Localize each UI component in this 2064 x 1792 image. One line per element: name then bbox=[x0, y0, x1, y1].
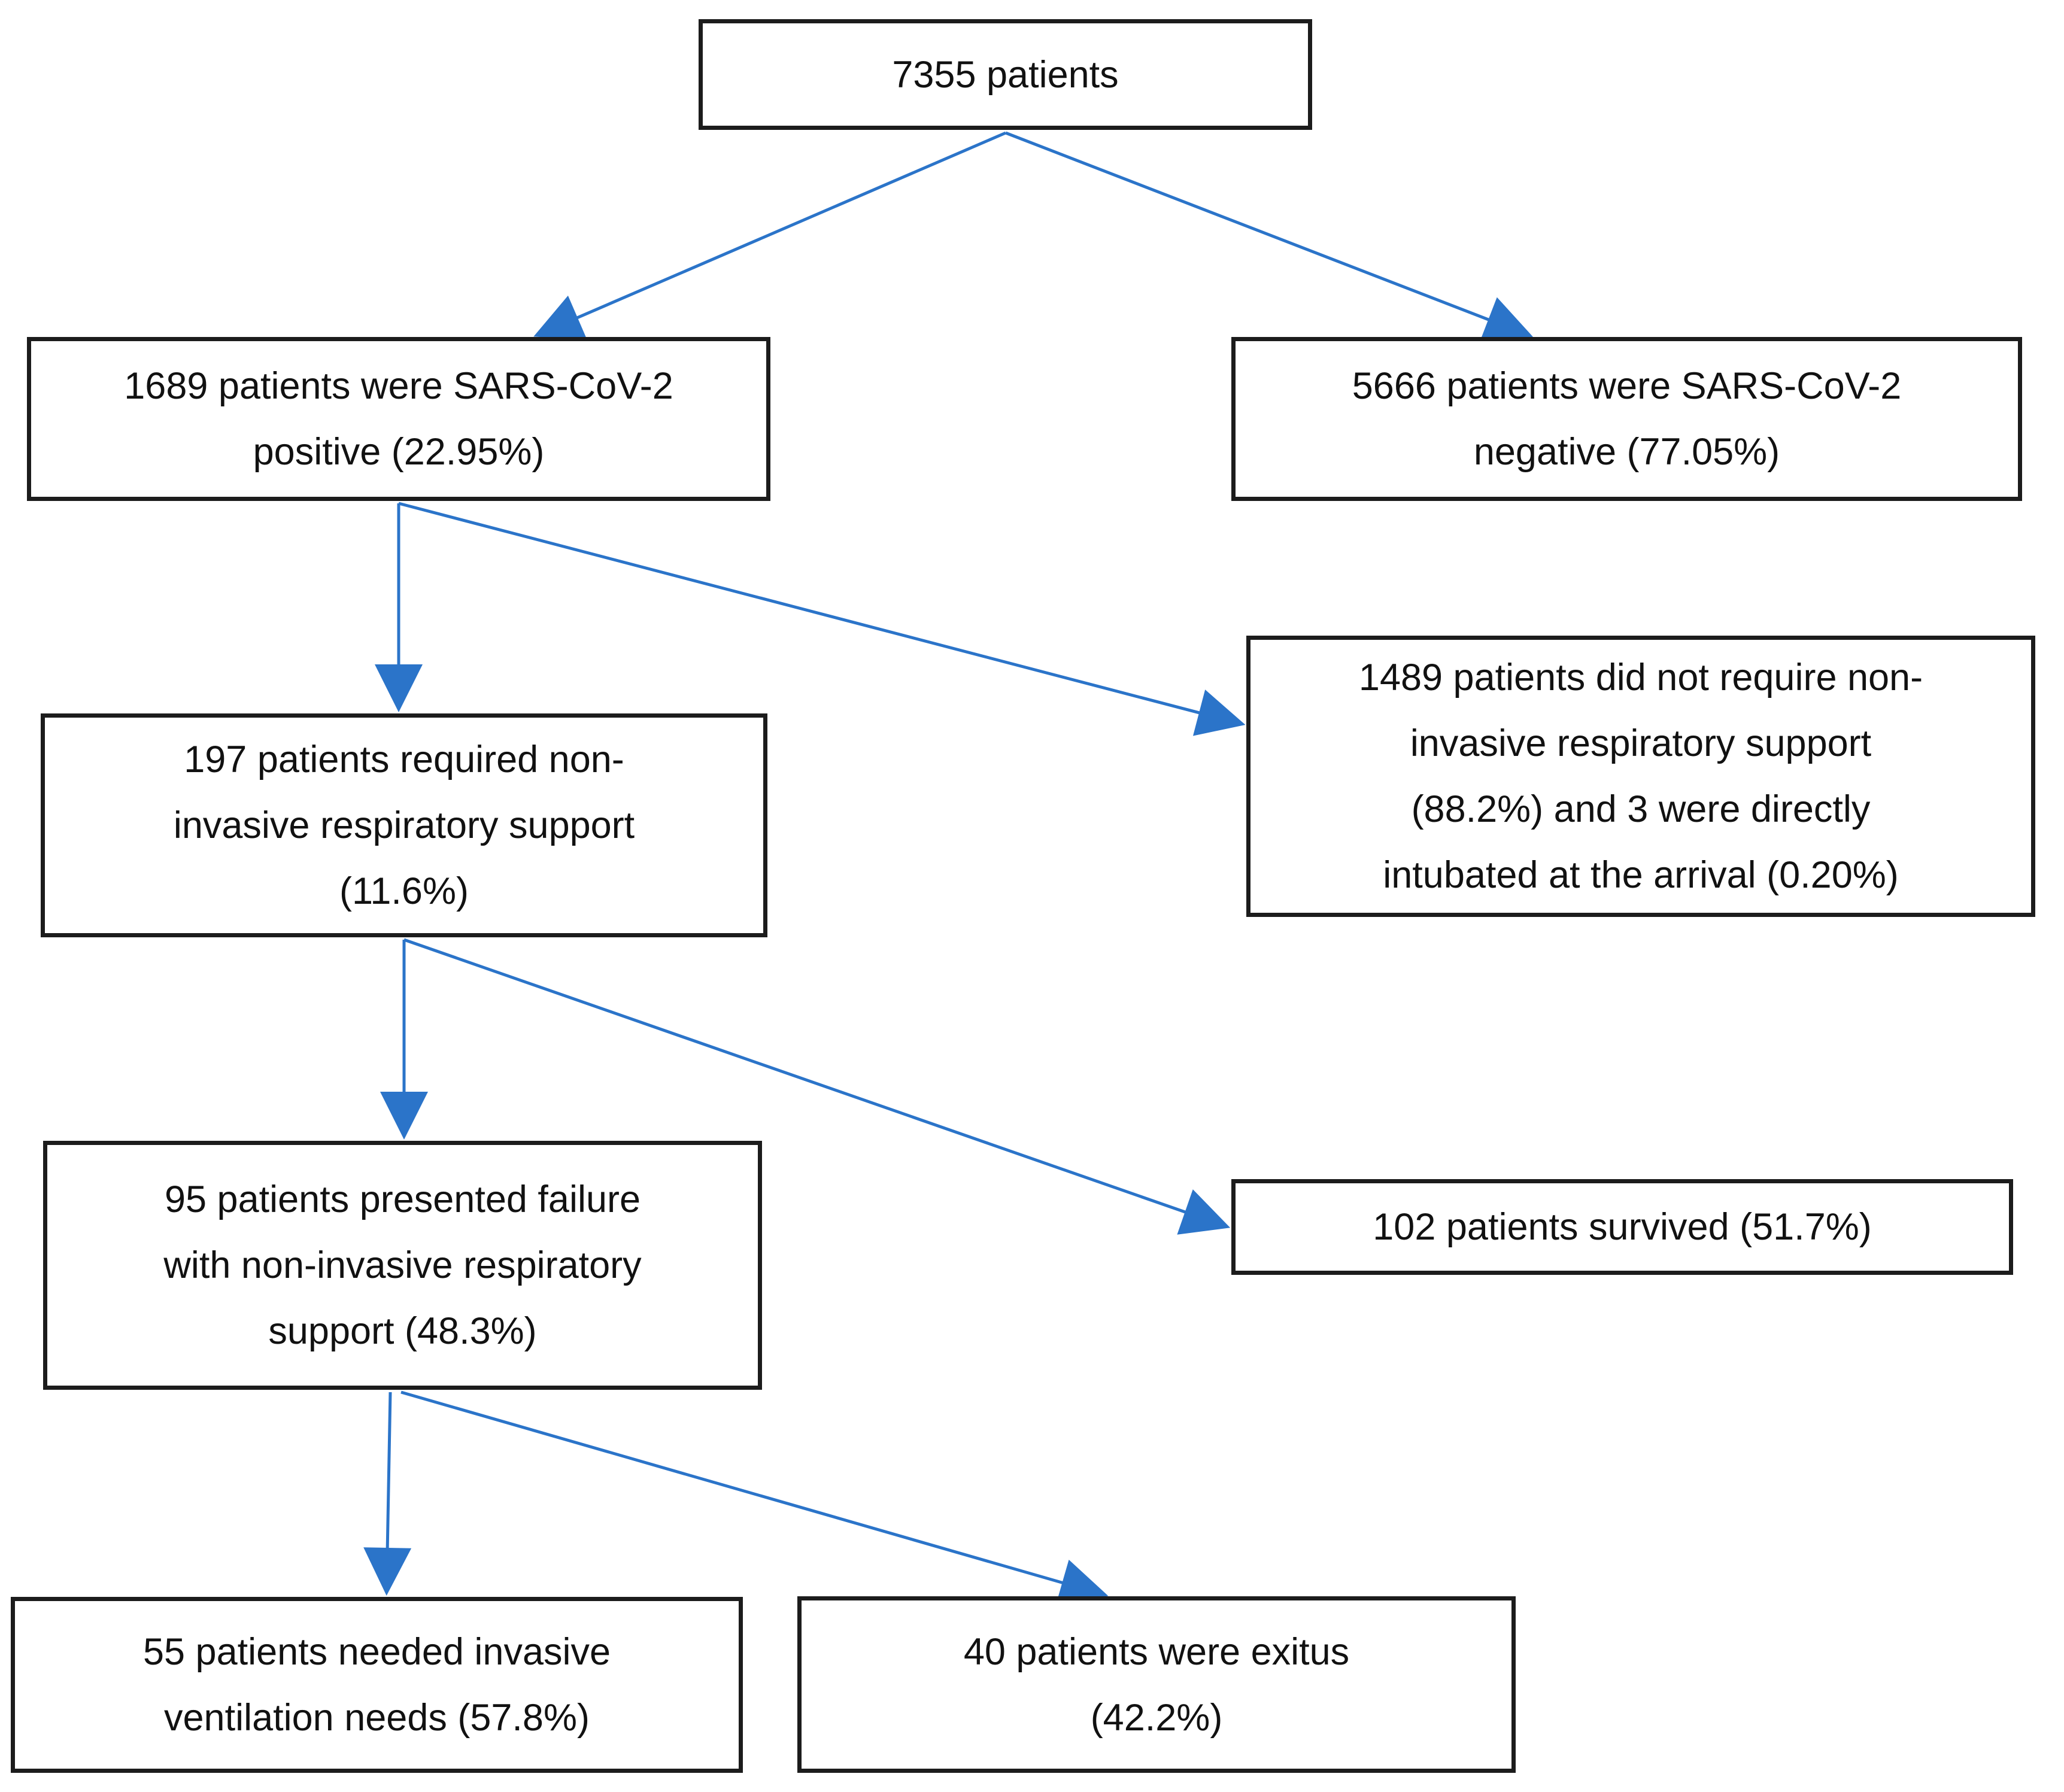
node-invasive-ventilation: 55 patients needed invasive ventilation … bbox=[11, 1597, 743, 1773]
node-niv-required: 197 patients required non- invasive resp… bbox=[41, 713, 767, 937]
node-invasive-ventilation-label: 55 patients needed invasive ventilation … bbox=[142, 1631, 611, 1739]
node-survived: 102 patients survived (51.7%) bbox=[1231, 1179, 2013, 1275]
arrow-failure-to-invasive bbox=[363, 1392, 412, 1596]
node-survived-label: 102 patients survived (51.7%) bbox=[1373, 1206, 1872, 1248]
node-total-patients: 7355 patients bbox=[699, 19, 1312, 130]
node-sars-negative-label: 5666 patients were SARS-CoV-2 negative (… bbox=[1352, 365, 1902, 473]
arrow-failure-to-exitus bbox=[400, 1390, 1109, 1606]
arrow-total-to-positive bbox=[533, 131, 1006, 340]
node-niv-not-required: 1489 patients did not require non- invas… bbox=[1246, 636, 2035, 917]
arrow-positive-to-niv-not-required bbox=[398, 502, 1246, 736]
node-niv-failure: 95 patients presented failure with non-i… bbox=[43, 1141, 762, 1390]
node-sars-positive-label: 1689 patients were SARS-CoV-2 positive (… bbox=[124, 365, 673, 473]
node-niv-failure-label: 95 patients presented failure with non-i… bbox=[163, 1179, 642, 1352]
arrow-total-to-negative bbox=[1005, 131, 1533, 342]
node-total-patients-label: 7355 patients bbox=[892, 53, 1119, 96]
arrow-niv-required-to-survived bbox=[403, 938, 1231, 1235]
node-niv-required-label: 197 patients required non- invasive resp… bbox=[173, 739, 635, 912]
node-niv-not-required-label: 1489 patients did not require non- invas… bbox=[1358, 657, 1923, 896]
node-sars-negative: 5666 patients were SARS-CoV-2 negative (… bbox=[1231, 337, 2022, 501]
node-exitus-label: 40 patients were exitus (42.2%) bbox=[963, 1630, 1350, 1739]
node-sars-positive: 1689 patients were SARS-CoV-2 positive (… bbox=[27, 337, 770, 501]
node-exitus: 40 patients were exitus (42.2%) bbox=[797, 1596, 1516, 1773]
